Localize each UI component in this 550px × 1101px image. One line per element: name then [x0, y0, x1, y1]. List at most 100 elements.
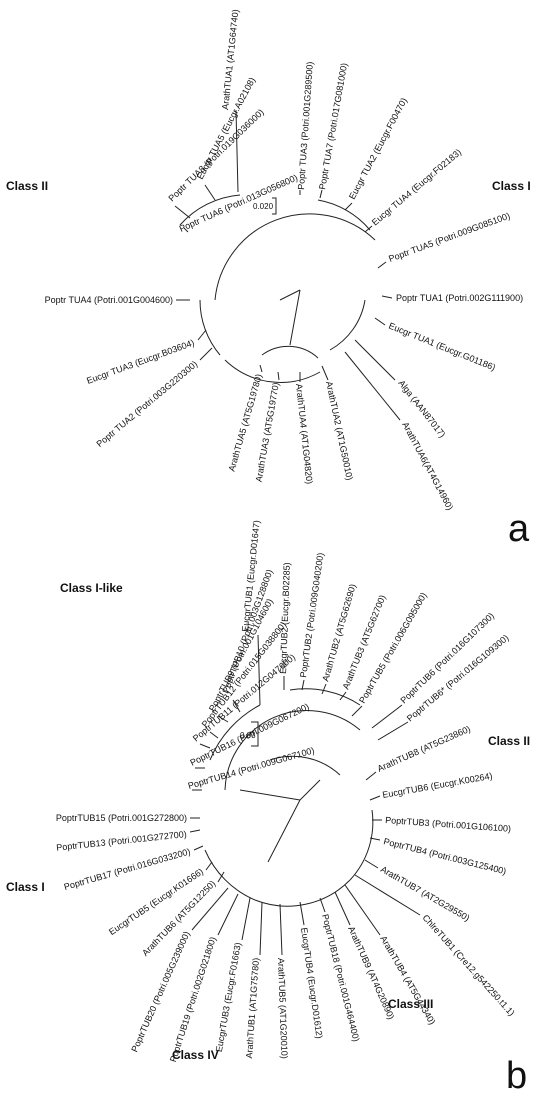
branch-line [199, 743, 211, 749]
leaf-label: Poptr TUA7 (Potri.017G081000) [317, 62, 349, 190]
leaf-label: EucgrTUB4 (Eucgr.D01612) [299, 927, 324, 1039]
branch-line [351, 705, 363, 717]
branch-line [209, 731, 219, 739]
leaf-label: Poptr TUA1 (Potri.002G111900) [396, 293, 523, 303]
leaf-label: Poptr TUA5 (Potri.009G085100) [387, 211, 511, 264]
branch-line [277, 371, 280, 381]
tree-arc [329, 299, 366, 351]
leaf-label: PoptrTUB13 (Potri.001G272700) [56, 829, 187, 853]
panel-a-tree [174, 109, 401, 421]
branch-line [301, 679, 305, 691]
scale-bar [251, 721, 259, 747]
panel-b-leaves: EucgrTUB1 (Eucgr.D01647) PoptrTUB10 (Pot… [56, 520, 517, 1064]
tree-arc [261, 345, 319, 359]
leaf-label: Poptr TUA3 (Potri.001G289500) [296, 61, 315, 190]
class-label: Class IV [172, 1048, 219, 1062]
leaf-label: EucgrTUB6 (Eucgr.K00264) [382, 771, 494, 800]
scale-bar [272, 197, 277, 215]
leaf-label: ArathTUA6(AT4G14960) [400, 420, 455, 512]
branch-line [189, 829, 201, 833]
tree-arc [214, 213, 376, 301]
branch-line [232, 699, 241, 713]
branch-line [344, 351, 401, 421]
leaf-label: PoptrTUB3 (Potri.001G106100) [385, 815, 511, 834]
branch-line [374, 317, 386, 326]
tree-arc [349, 809, 374, 881]
tree-arc [179, 194, 241, 226]
tree-arc [224, 710, 361, 791]
branch-line [344, 202, 353, 211]
branch-line [381, 295, 393, 299]
branch-line [321, 683, 327, 695]
class-label: Class II [6, 179, 48, 193]
branch-line [364, 225, 373, 233]
branch-line [241, 897, 251, 941]
branch-line [257, 634, 261, 706]
tree-stem [267, 799, 301, 863]
leaf-label: ArathTUB8 (AT5G23860) [376, 724, 472, 774]
tree-stem [289, 289, 301, 346]
leaf-label: Poptr TUA4 (Potri.001G004600) [45, 295, 173, 305]
branch-line [364, 859, 379, 869]
branch-line [183, 227, 189, 233]
leaf-label: ChlreTUB1 (Cre12.g542250.t1.1) [421, 913, 517, 1018]
branch-line [369, 795, 381, 801]
branch-line [193, 845, 204, 851]
branch-line [191, 887, 229, 931]
branch-line [279, 903, 283, 956]
branch-line [354, 874, 421, 916]
tree-arc [224, 359, 321, 383]
branch-line [205, 861, 213, 871]
branch-line [354, 339, 396, 381]
tree-stem [299, 779, 321, 801]
tree-arc [317, 199, 371, 231]
branch-line [319, 189, 323, 199]
leaf-label: ArathTUB5 (AT1G20010) [276, 958, 290, 1059]
leaf-label: PoptrTUB4 (Potri.003G125400) [383, 836, 508, 876]
leaf-label: Poptr TUA8 (Potri.019G036000) [166, 107, 265, 203]
tree-arc [269, 755, 341, 776]
tree-arc [254, 879, 351, 907]
branch-line [217, 871, 225, 883]
branch-line [369, 837, 381, 841]
branch-line [199, 347, 213, 361]
panel-a-leaves: ArathTUA1 (AT1G64740) Eucgr TUA5 (Eucgr.… [45, 9, 523, 512]
leaf-label: ArathTUA2 (AT1G50010) [324, 380, 355, 481]
class-label: Class I-like [60, 581, 123, 595]
panel-label-b: b [506, 1055, 527, 1097]
class-label: Class II [488, 734, 530, 748]
leaf-label: Eucgr TUA4 (Eucgr.F02183) [370, 147, 463, 228]
branch-line [334, 891, 351, 926]
branch-line [299, 901, 305, 926]
branch-line [319, 897, 326, 913]
branch-line [344, 884, 381, 936]
leaf-label: ArathTUB1 (AT1G75780) [244, 957, 261, 1058]
branch-line [377, 721, 409, 741]
leaf-label: PoptrTUB2 (Potri.009G040200) [298, 552, 325, 678]
branch-line [235, 109, 239, 193]
tree-arc [199, 299, 221, 356]
scale-bar-label: 0.03 [240, 731, 256, 740]
leaf-label: PoptrTUB15 (Potri.001G272800) [56, 813, 187, 823]
branch-line [371, 704, 403, 729]
branch-line [339, 691, 347, 701]
panel-b-tree [189, 634, 421, 956]
branch-line [217, 715, 229, 723]
branch-line [217, 893, 239, 936]
tree-stem [239, 789, 301, 801]
branch-line [259, 364, 263, 373]
leaf-label: Poptr TUA6 (Potri.013G056800) [178, 172, 299, 233]
panel-label-a: a [508, 508, 530, 550]
leaf-label: EucgrTUB2 (Eucgr.B02285) [278, 562, 292, 674]
tree-stem [279, 289, 301, 301]
branch-line [321, 365, 329, 381]
leaf-label: EucgrTUB3 (Eucgr.F01663) [214, 942, 243, 1053]
leaf-label: Eucgr TUA1 (Eucgr.G01186) [387, 321, 497, 373]
class-label: Class III [388, 997, 433, 1011]
branch-line [377, 261, 387, 269]
tree-arc [209, 704, 261, 761]
branch-line [197, 329, 207, 341]
scale-bar-label: 0.020 [253, 202, 274, 211]
tree-arc [289, 688, 361, 706]
